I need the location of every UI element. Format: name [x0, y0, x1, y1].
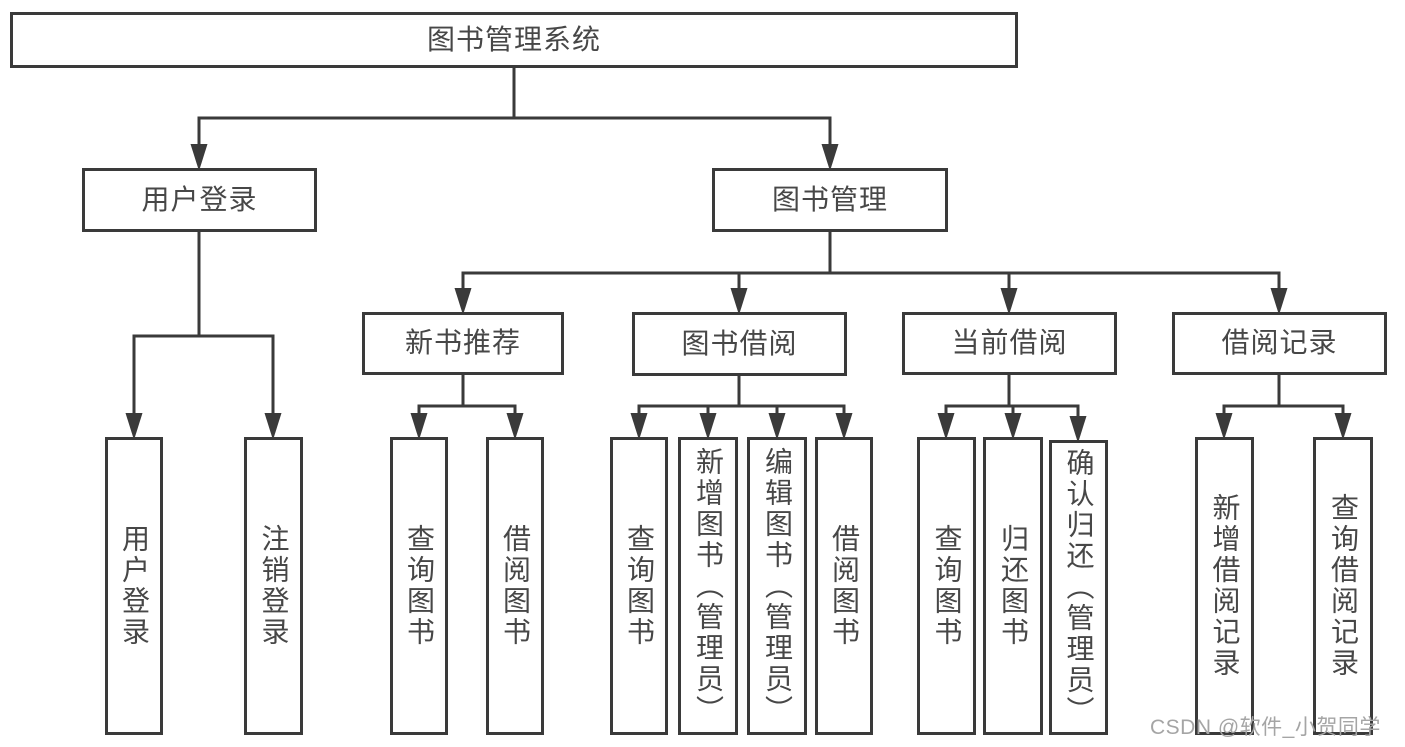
node-system-root: 图书管理系统 [10, 12, 1018, 68]
node-label: 用户登录 [141, 183, 258, 215]
node-label: 查询图书 [931, 524, 963, 648]
node-confirm-return-admin: 确认归还（管理员） [1049, 440, 1108, 735]
node-borrow-books-leaf: 借阅图书 [815, 437, 873, 735]
node-logout-leaf: 注销登录 [244, 437, 303, 735]
node-query-borrow-record: 查询借阅记录 [1313, 437, 1373, 735]
node-label: 注销登录 [258, 524, 290, 648]
node-user-login-leaf: 用户登录 [105, 437, 163, 735]
node-label: 编辑图书（管理员） [762, 446, 793, 726]
node-label: 查询借阅记录 [1328, 493, 1359, 679]
node-label: 确认归还（管理员） [1063, 448, 1095, 727]
node-label: 借阅记录 [1221, 327, 1338, 359]
node-label: 借阅图书 [829, 524, 860, 648]
node-new-book-recommend: 新书推荐 [362, 312, 564, 375]
node-label: 新书推荐 [404, 327, 521, 359]
node-book-borrowing: 图书借阅 [632, 312, 847, 376]
node-label: 新增借阅记录 [1209, 493, 1241, 679]
node-borrow-books-recommend: 借阅图书 [486, 437, 544, 735]
node-user-login: 用户登录 [82, 168, 317, 232]
node-current-borrowing: 当前借阅 [902, 312, 1117, 375]
node-label: 用户登录 [119, 524, 150, 648]
node-query-books-current: 查询图书 [917, 437, 976, 735]
node-label: 借阅图书 [500, 524, 531, 648]
node-edit-book-admin: 编辑图书（管理员） [747, 437, 807, 735]
node-book-management: 图书管理 [712, 168, 948, 232]
node-label: 查询图书 [404, 524, 435, 648]
node-label: 图书管理 [771, 183, 888, 215]
node-query-books-recommend: 查询图书 [390, 437, 448, 735]
node-label: 归还图书 [998, 524, 1029, 648]
node-label: 图书管理系统 [426, 23, 601, 55]
node-add-book-admin: 新增图书（管理员） [678, 437, 738, 735]
node-query-books-borrowing: 查询图书 [610, 437, 668, 735]
node-label: 当前借阅 [951, 327, 1068, 359]
node-borrowing-records: 借阅记录 [1172, 312, 1387, 375]
csdn-watermark: CSDN @软件_小贺同学 [1150, 716, 1381, 739]
node-label: 查询图书 [624, 524, 655, 648]
node-return-books: 归还图书 [983, 437, 1043, 735]
node-label: 新增图书（管理员） [693, 446, 724, 726]
node-add-borrow-record: 新增借阅记录 [1195, 437, 1254, 735]
node-label: 图书借阅 [681, 327, 798, 359]
